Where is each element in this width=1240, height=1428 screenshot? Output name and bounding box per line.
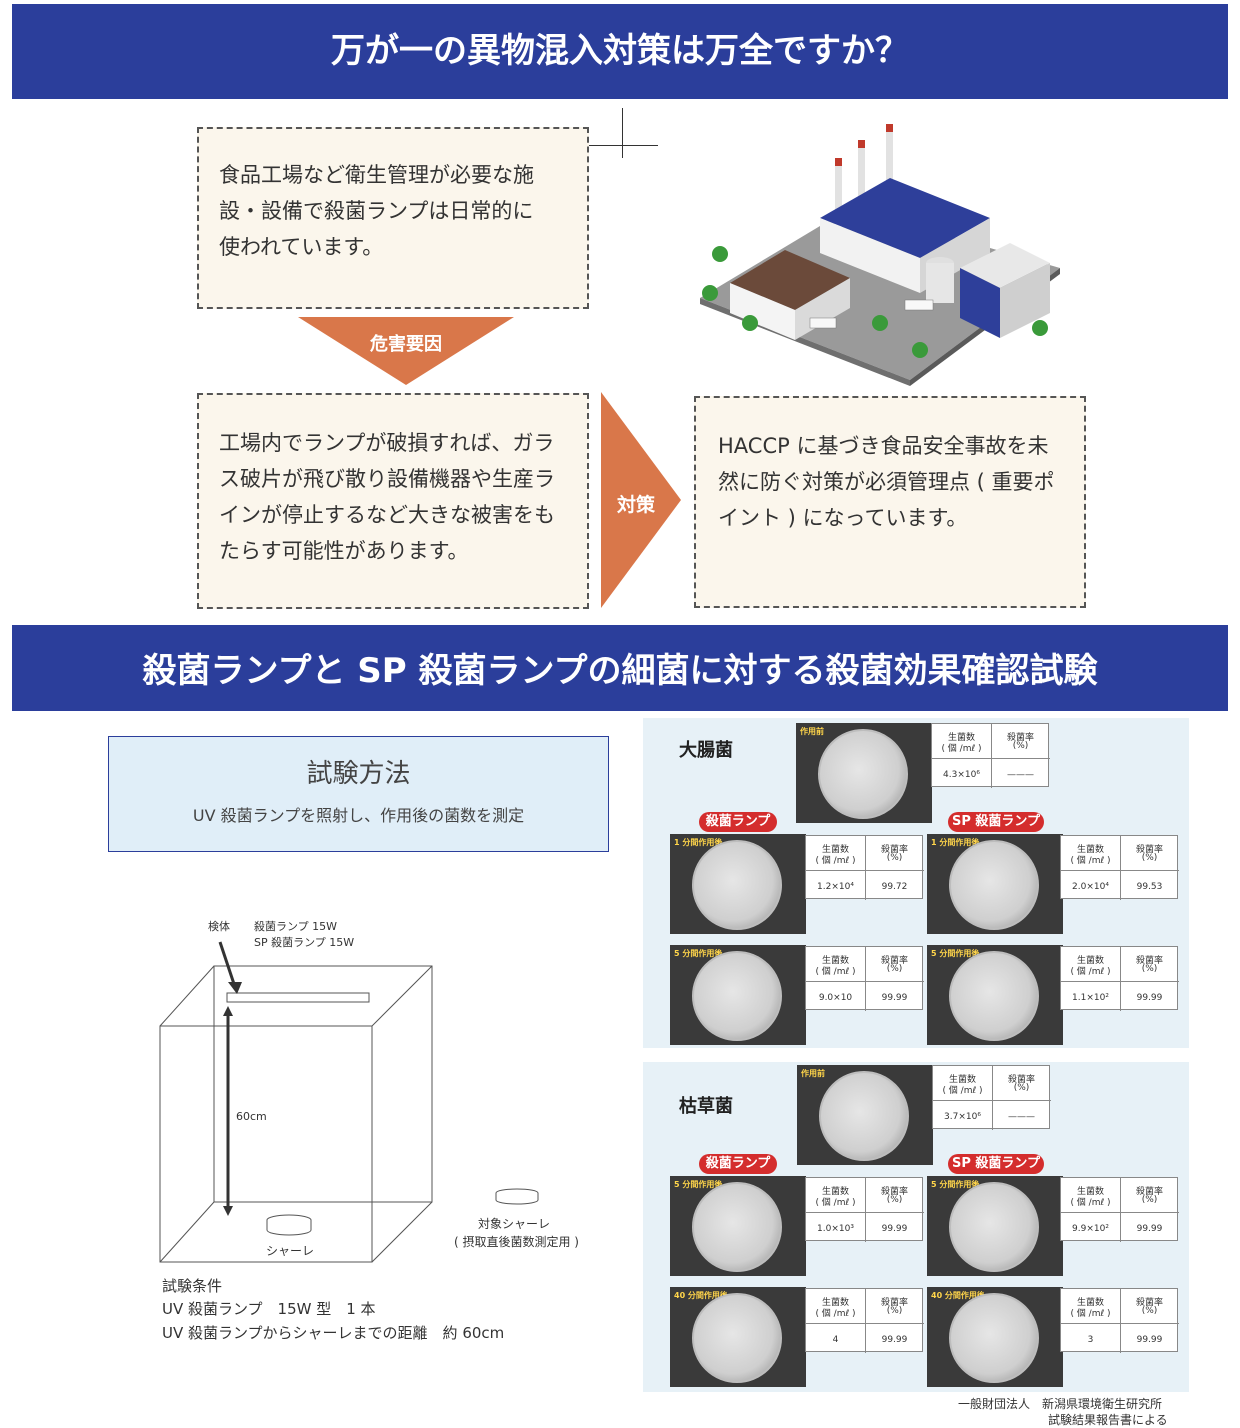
- ecoli-table-lamp-2: 生菌数 ( 個 /mℓ ) 殺菌率 (%) 9.0×10 99.99: [805, 946, 924, 1011]
- ecoli-plate-sp-1: 1 分間作用後: [927, 834, 1063, 934]
- info-box-line: 工場内でランプが破損すれば、ガラ: [219, 431, 555, 455]
- test-method-title: 試験方法: [306, 759, 411, 789]
- conditions-title: 試験条件: [162, 1277, 223, 1295]
- test-box-diagram: [159, 941, 433, 1263]
- bsub-table-sp-1: 生菌数 ( 個 /mℓ ) 殺菌率 (%) 9.9×10² 99.99: [1060, 1177, 1179, 1242]
- info-box-line: 食品工場など衛生管理が必要な施: [219, 163, 534, 187]
- measure-arrow: [601, 392, 681, 608]
- ecoli-sp-pill: SP 殺菌ランプ: [948, 812, 1044, 832]
- info-box-line: インが停止するなど大きな被害をも: [219, 503, 555, 527]
- ecoli-plate-lamp-2: 5 分間作用後: [670, 945, 806, 1045]
- bsub-table-lamp-2: 生菌数 ( 個 /mℓ ) 殺菌率 (%) 4 99.99: [805, 1288, 924, 1353]
- info-box-line: イント ) になっています。: [718, 506, 968, 530]
- bsub-title: 枯草菌: [679, 1096, 733, 1117]
- ecoli-lamp-pill: 殺菌ランプ: [699, 812, 777, 832]
- info-box-hygiene: 食品工場など衛生管理が必要な施 設・設備で殺菌ランプは日常的に 使われています。: [197, 127, 589, 309]
- bsub-table-before: 生菌数 ( 個 /mℓ ) 殺菌率 (%) 3.7×10⁶ ———: [932, 1065, 1051, 1130]
- bsub-panel: 枯草菌 作用前 生菌数 ( 個 /mℓ ) 殺菌率 (%) 3.7×10⁶ ——…: [643, 1062, 1189, 1392]
- ecoli-table-sp-1: 生菌数 ( 個 /mℓ ) 殺菌率 (%) 2.0×10⁴ 99.53: [1060, 835, 1179, 900]
- ecoli-plate-before: 作用前: [796, 723, 932, 823]
- info-box-line: ス破片が飛び散り設備機器や生産ラ: [219, 467, 555, 491]
- conditions-line-1: UV 殺菌ランプ 15W 型 1 本: [162, 1300, 376, 1318]
- crosshair-mark: [586, 108, 658, 158]
- info-box-line: たらす可能性があります。: [219, 539, 469, 563]
- info-box-line: 設・設備で殺菌ランプは日常的に: [219, 199, 534, 223]
- test-method-desc: UV 殺菌ランプを照射し、作用後の菌数を測定: [192, 806, 525, 825]
- dish-label: シャーレ: [266, 1244, 315, 1258]
- ecoli-table-lamp-1: 生菌数 ( 個 /mℓ ) 殺菌率 (%) 1.2×10⁴ 99.72: [805, 835, 924, 900]
- banner-title-top: 万が一の異物混入対策は万全ですか？: [12, 4, 1228, 99]
- target-dish-label: 対象シャーレ: [478, 1217, 551, 1231]
- test-method-box: 試験方法 UV 殺菌ランプを照射し、作用後の菌数を測定: [108, 736, 609, 852]
- lamp-label-1: 殺菌ランプ 15W: [254, 920, 338, 933]
- bsub-sp-pill: SP 殺菌ランプ: [948, 1154, 1044, 1174]
- info-box-line: 使われています。: [219, 235, 384, 259]
- bsub-plate-lamp-1: 5 分間作用後: [670, 1176, 806, 1276]
- bsub-plate-before: 作用前: [797, 1065, 933, 1165]
- ecoli-table-sp-2: 生菌数 ( 個 /mℓ ) 殺菌率 (%) 1.1×10² 99.99: [1060, 946, 1179, 1011]
- source-line-1: 一般財団法人 新潟県環境衛生研究所: [958, 1397, 1163, 1411]
- info-box-haccp: HACCP に基づき食品安全事故を未 然に防ぐ対策が必須管理点 ( 重要ポ イン…: [694, 396, 1086, 608]
- bsub-table-sp-2: 生菌数 ( 個 /mℓ ) 殺菌率 (%) 3 99.99: [1060, 1288, 1179, 1353]
- info-box-line: HACCP に基づき食品安全事故を未: [718, 434, 1049, 458]
- target-dish-icon: [495, 1188, 539, 1205]
- ecoli-title: 大腸菌: [679, 740, 733, 761]
- specimen-label: 検体: [208, 920, 230, 933]
- banner-title-test: 殺菌ランプと SP 殺菌ランプの細菌に対する殺菌効果確認試験: [12, 625, 1228, 711]
- bsub-plate-sp-1: 5 分間作用後: [927, 1176, 1063, 1276]
- ecoli-panel: 大腸菌 作用前 生菌数 ( 個 /mℓ ) 殺菌率 (%) 4.3×10⁶ ——…: [643, 718, 1189, 1048]
- target-dish-note: ( 摂取直後菌数測定用 ): [454, 1235, 579, 1249]
- bsub-lamp-pill: 殺菌ランプ: [699, 1154, 777, 1174]
- distance-label: 60cm: [236, 1110, 267, 1123]
- bsub-plate-lamp-2: 40 分間作用後: [670, 1287, 806, 1387]
- bsub-plate-sp-2: 40 分間作用後: [927, 1287, 1063, 1387]
- conditions-line-2: UV 殺菌ランプからシャーレまでの距離 約 60cm: [162, 1324, 505, 1342]
- info-box-risk: 工場内でランプが破損すれば、ガラ ス破片が飛び散り設備機器や生産ラ インが停止す…: [197, 393, 589, 609]
- factory-illustration: [700, 124, 1060, 386]
- measure-label: 対策: [616, 494, 655, 516]
- bsub-table-lamp-1: 生菌数 ( 個 /mℓ ) 殺菌率 (%) 1.0×10³ 99.99: [805, 1177, 924, 1242]
- ecoli-plate-lamp-1: 1 分間作用後: [670, 834, 806, 934]
- source-line-2: 試験結果報告書による: [1048, 1413, 1168, 1427]
- ecoli-table-before: 生菌数 ( 個 /mℓ ) 殺菌率 (%) 4.3×10⁶ ———: [931, 723, 1050, 788]
- lamp-label-2: SP 殺菌ランプ 15W: [254, 936, 355, 949]
- info-box-line: 然に防ぐ対策が必須管理点 ( 重要ポ: [718, 470, 1055, 494]
- ecoli-plate-sp-2: 5 分間作用後: [927, 945, 1063, 1045]
- hazard-arrow: [298, 317, 514, 385]
- hazard-label: 危害要因: [370, 334, 442, 355]
